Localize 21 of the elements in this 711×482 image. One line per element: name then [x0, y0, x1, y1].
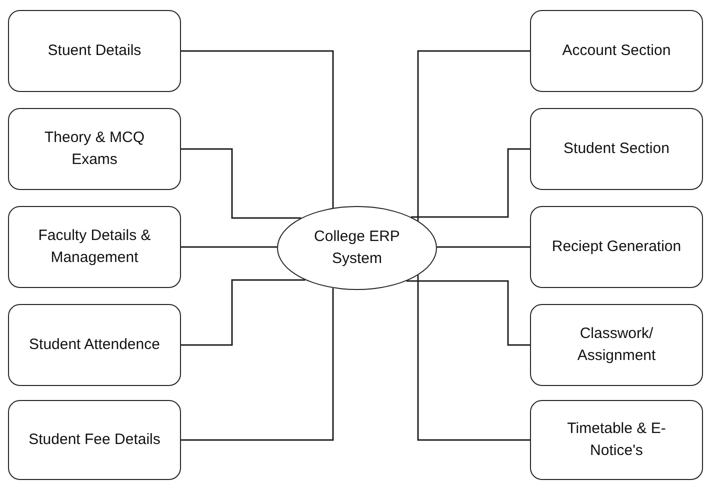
connector-line [436, 246, 530, 248]
module-box: Classwork/ Assignment [530, 304, 703, 386]
connector-line [417, 275, 530, 441]
system-ellipse: College ERP System [277, 206, 437, 290]
module-box: Timetable & E-Notice's [530, 400, 703, 480]
module-box: Student Attendence [8, 304, 181, 386]
module-box: Theory & MCQ Exams [8, 108, 181, 190]
connector-line [417, 50, 530, 221]
module-box: Faculty Details & Management [8, 206, 181, 288]
module-box: Account Section [530, 10, 703, 92]
module-box: Reciept Generation [530, 206, 703, 288]
connector-line [410, 148, 530, 218]
connector-line [181, 246, 278, 248]
module-box: Stuent Details [8, 10, 181, 92]
connector-line [406, 280, 530, 346]
connector-line [181, 279, 306, 346]
module-box: Student Section [530, 108, 703, 190]
connector-line [181, 288, 334, 441]
connector-line [181, 148, 301, 219]
module-box: Student Fee Details [8, 400, 181, 480]
connector-line [181, 50, 334, 208]
